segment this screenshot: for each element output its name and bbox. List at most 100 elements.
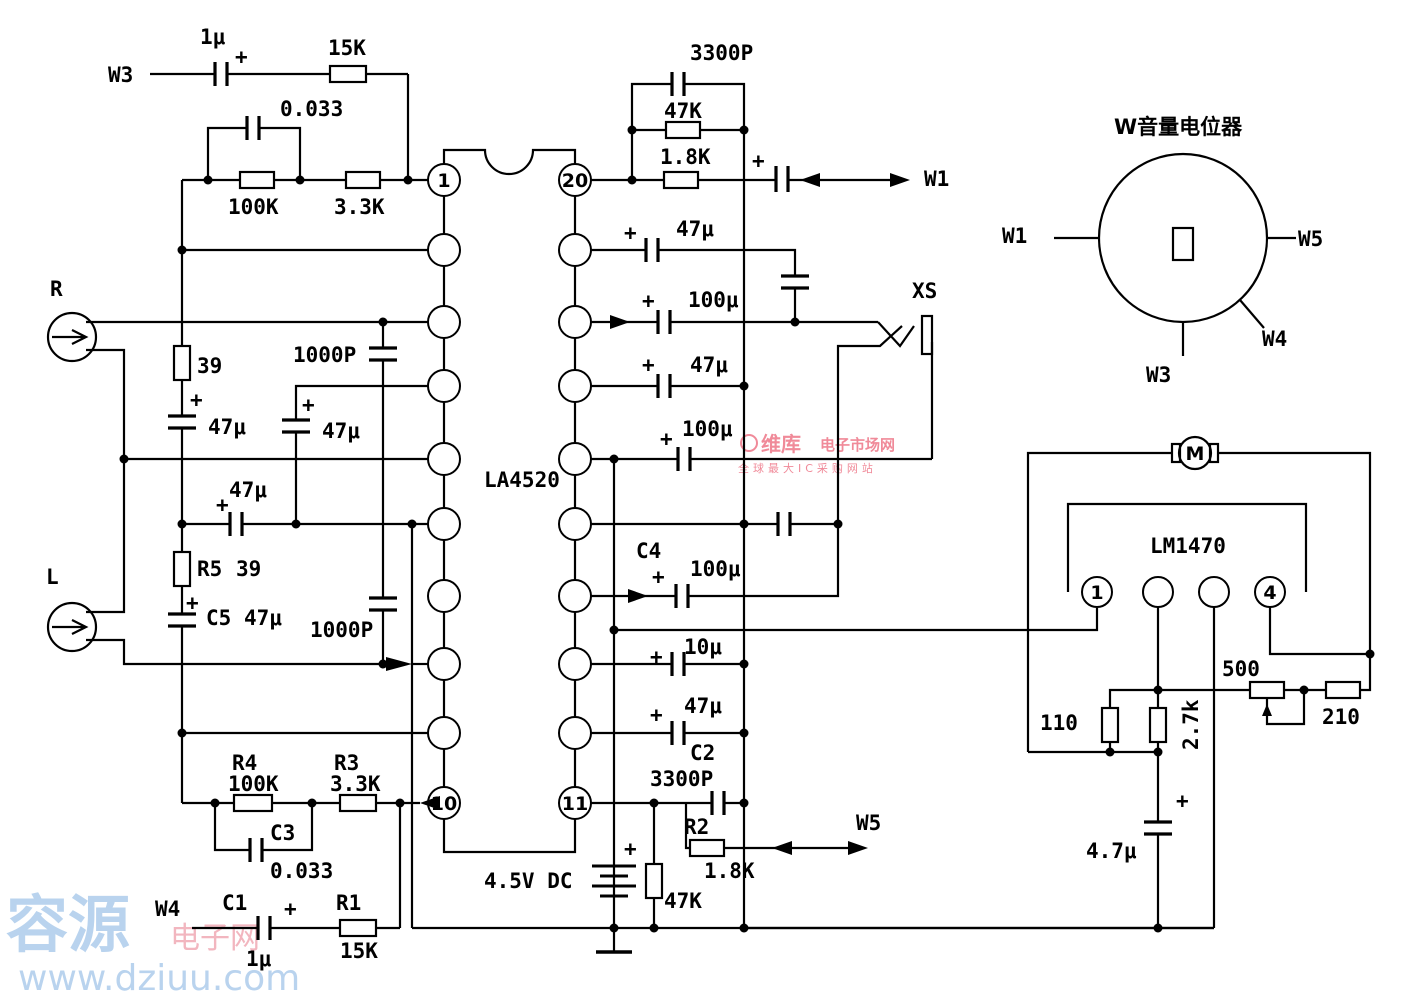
cap-1000p-b-value: 1000P — [310, 618, 373, 642]
cap-c4-label: C4 — [636, 539, 661, 563]
res-r2-label: R2 — [684, 815, 709, 839]
watermark-rongyuan: 容源 电子网 www.dziuu.com — [6, 888, 300, 999]
pin-16 — [558, 442, 592, 476]
cap-47u-m-value: 4.7μ — [1086, 839, 1137, 863]
cap-c5-label: C5 — [206, 606, 231, 630]
left-rail: 39 + 47μ R5 39 + C5 47μ — [168, 180, 428, 803]
pin-18 — [558, 305, 592, 339]
cap-3300p-top-value: 3300P — [690, 41, 753, 65]
pin-20-label: 20 — [562, 170, 588, 192]
pin-19 — [558, 233, 592, 267]
w3-feedback-network: W3 1μ + 15K — [108, 25, 410, 180]
pin-11-label: 11 — [562, 793, 588, 815]
pin18-network: + 100μ — [591, 288, 915, 348]
battery-voltage: 4.5V DC — [484, 869, 573, 893]
pin-4 — [427, 369, 461, 403]
cap-47u-l3-value: 47μ — [229, 478, 267, 502]
pot-terminal-w1: W1 — [1002, 224, 1027, 248]
res-47k-bot — [644, 862, 664, 900]
pin19-network: + 47μ — [591, 217, 809, 322]
res-500-trim — [1248, 680, 1286, 700]
pot-terminal-w3: W3 — [1146, 363, 1171, 387]
pot-title: W音量电位器 — [1114, 115, 1243, 139]
res-r4 — [232, 793, 274, 813]
res-r3 — [338, 793, 378, 813]
cap-47u-l2-plus: + — [302, 393, 315, 417]
res-18k-top — [662, 170, 700, 190]
pin15-network — [591, 512, 843, 536]
cap-100u-b-value: 100μ — [682, 417, 733, 441]
ic-la4520-body — [442, 148, 577, 854]
res-47k-top — [664, 120, 702, 140]
watermark-logo: 维库 — [761, 432, 801, 456]
pin1-network: 100K 3.3K 0.033 — [182, 97, 428, 219]
pin12-network: + 47μ C2 — [591, 694, 749, 765]
res-r1-label: R1 — [336, 891, 361, 915]
pin-14 — [558, 579, 592, 613]
res-27k — [1148, 706, 1168, 744]
pot-shaft-icon — [1171, 226, 1195, 262]
ic-la4520: LA4520 — [442, 148, 577, 854]
cap-1000p-pair: 1000P 1000P — [293, 322, 397, 669]
res-39 — [172, 344, 192, 382]
cap-c5-plus: + — [186, 591, 199, 615]
cap-100u-b-plus: + — [660, 427, 673, 451]
cap-w1-plus: + — [752, 149, 765, 173]
cap-c3-label: C3 — [270, 821, 295, 845]
cap-c2-plus: + — [650, 703, 663, 727]
lm1470-pin-3 — [1198, 576, 1230, 608]
motor: M — [1026, 435, 1372, 752]
cap-100u-a-value: 100μ — [688, 288, 739, 312]
res-100k-top — [238, 170, 276, 190]
res-33k-top-value: 3.3K — [334, 195, 385, 219]
pin20-network: 3300P 47K 1.8K + W1 — [591, 41, 949, 928]
res-r4-value: 100K — [228, 772, 279, 796]
pin-9 — [427, 716, 461, 750]
terminal-r: R — [50, 277, 63, 301]
volume-potentiometer: W音量电位器 W1 W5 W3 W4 — [1002, 115, 1323, 387]
res-500-trim-value: 500 — [1222, 657, 1260, 681]
res-15k-top-value: 15K — [328, 36, 366, 60]
lm1470-pin-4-label: 4 — [1263, 582, 1276, 604]
lm1470-pin-1 — [1081, 576, 1113, 608]
pin-3 — [427, 305, 461, 339]
res-r4-label: R4 — [232, 751, 257, 775]
ic-la4520-right-pins: 20 11 — [558, 163, 592, 820]
res-27k-value: 2.7k — [1179, 699, 1203, 750]
terminal-w5: W5 — [856, 811, 881, 835]
res-210 — [1324, 680, 1362, 700]
pin-1-label: 1 — [437, 170, 450, 192]
jack-xs-icon — [920, 314, 934, 356]
res-110-value: 110 — [1040, 711, 1078, 735]
pin-2 — [427, 233, 461, 267]
pin4-network: + 47μ — [282, 384, 428, 529]
motor-label: M — [1186, 443, 1205, 465]
cap-c4-plus: + — [652, 565, 665, 589]
res-210-value: 210 — [1322, 705, 1360, 729]
lm1470-feed — [609, 608, 1099, 635]
res-110 — [1100, 706, 1120, 744]
cap-1u-top-plus: + — [235, 45, 248, 69]
res-47k-top-value: 47K — [664, 99, 702, 123]
cap-3300p-bot-value: 3300P — [650, 767, 713, 791]
ic-lm1470-label: LM1470 — [1150, 534, 1226, 558]
cap-10u-value: 10μ — [684, 635, 722, 659]
weiku-logo-icon — [740, 434, 758, 452]
jack-r-icon — [46, 311, 98, 363]
res-r3-value: 3.3K — [330, 772, 381, 796]
res-r2-value: 1.8K — [704, 859, 755, 883]
watermark-weiku: 维库 电子市场网 全球最大IC采购网站 — [738, 432, 895, 475]
pin17-network: + 47μ — [591, 353, 749, 398]
pin-8 — [427, 647, 461, 681]
pot-terminal-w4: W4 — [1262, 327, 1287, 351]
watermark-logo-tag: 全球最大IC采购网站 — [738, 461, 877, 475]
res-15k-top — [328, 64, 368, 84]
cap-47u-m-plus: + — [1176, 789, 1189, 813]
pin13-network: + 10μ — [591, 635, 749, 676]
pin11-network: 3300P 47K R2 1.8K W5 — [591, 767, 881, 933]
cap-47u-b-plus: + — [642, 353, 655, 377]
terminal-w3: W3 — [108, 63, 133, 87]
res-r1-value: 15K — [340, 939, 378, 963]
terminal-l: L — [46, 565, 59, 589]
